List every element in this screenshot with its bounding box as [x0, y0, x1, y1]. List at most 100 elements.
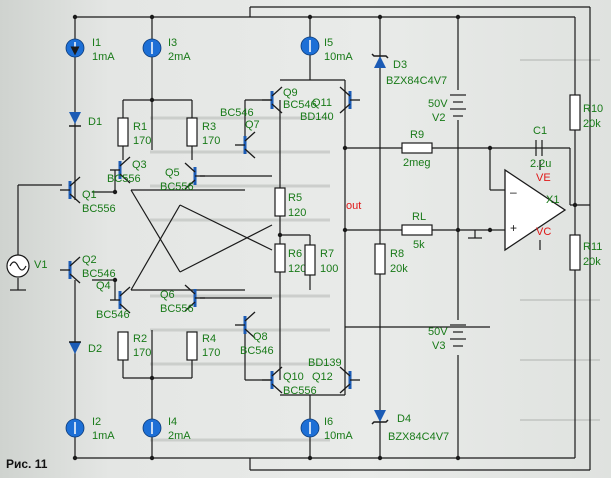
q6-model: BC556	[160, 303, 194, 315]
q10-model: BC556	[283, 385, 317, 397]
q10-collector	[271, 366, 283, 377]
i5-name: I5	[324, 37, 333, 49]
q8-emitter	[244, 328, 256, 339]
r3-value: 170	[202, 135, 220, 147]
r9-value: 2meg	[403, 157, 431, 169]
q5-name: Q5	[165, 167, 180, 179]
q3-collector	[119, 156, 131, 167]
q7-name: Q7	[245, 119, 260, 131]
r6-name: R6	[288, 248, 302, 260]
r1-name: R1	[133, 121, 147, 133]
q3-model: BC556	[107, 173, 141, 185]
resistor-r11: R11 20k	[569, 234, 602, 271]
current-source-i2: I2 1mA	[65, 416, 115, 442]
r3-name: R3	[202, 121, 216, 133]
q7-model: BC546	[220, 107, 254, 119]
resistor-r9: R9 2meg	[401, 129, 433, 169]
v3-name: V3	[432, 340, 445, 352]
supply-v2: 50V V2	[428, 94, 466, 124]
r8-name: R8	[390, 248, 404, 260]
r2-value: 170	[133, 347, 151, 359]
resistor-r8: R8 20k	[374, 243, 408, 275]
q11-collector	[339, 86, 351, 97]
q8-collector	[244, 311, 256, 322]
c1-value: 2.2u	[530, 158, 551, 170]
diode-d1: D1	[69, 112, 102, 128]
signal-source-v1: V1	[6, 254, 47, 278]
r7-value: 100	[320, 263, 338, 275]
transistor-q12: Q12 BD139	[308, 357, 360, 394]
q1-model: BC556	[82, 203, 116, 215]
q4-emitter	[119, 303, 131, 314]
d2-name: D2	[88, 343, 102, 355]
resistor-r5: R5 120	[274, 187, 306, 219]
v2-value: 50V	[428, 98, 448, 110]
rl-name: RL	[412, 211, 426, 223]
wiring	[10, 6, 591, 471]
r5-name: R5	[288, 192, 302, 204]
r7-name: R7	[320, 248, 334, 260]
i2-value: 1mA	[92, 430, 115, 442]
r10-name: R10	[583, 103, 603, 115]
q1-emitter	[69, 193, 81, 204]
i1-name: I1	[92, 37, 101, 49]
opamp-minus: –	[510, 185, 517, 199]
rl-value: 5k	[413, 239, 425, 251]
zener-d3: D3 BZX84C4V7	[371, 53, 447, 87]
opamp-x1: – + X1 VE VC	[504, 168, 567, 252]
i4-value: 2mA	[168, 430, 191, 442]
q6-emitter	[184, 301, 196, 312]
r1-value: 170	[133, 135, 151, 147]
q5-emitter	[184, 179, 196, 190]
capacitor-c1: C1 2.2u	[530, 125, 551, 170]
current-source-i3: I3 2mA	[142, 37, 191, 63]
q4-name: Q4	[96, 280, 111, 292]
i1-value: 1mA	[92, 51, 115, 63]
q9-emitter	[271, 103, 283, 114]
v2-name: V2	[432, 112, 445, 124]
transistor-group: Q1BC556Q2BC546Q3BC556Q4BC546Q5BC556Q6BC5…	[60, 86, 360, 397]
q4-collector	[119, 286, 131, 297]
resistor-r2: R2 170	[117, 331, 151, 361]
resistor-rl: RL 5k	[401, 211, 433, 251]
q3-emitter	[119, 173, 131, 184]
r4-name: R4	[202, 333, 216, 345]
opamp-vc-label: VC	[536, 226, 551, 238]
resistor-r1: R1 170	[117, 117, 151, 147]
q12-model: BD139	[308, 357, 342, 369]
q7-collector	[244, 131, 256, 142]
opamp-ve-label: VE	[536, 172, 551, 184]
q10-name: Q10	[283, 371, 304, 383]
net-label-out: out	[346, 200, 361, 212]
r5-value: 120	[288, 207, 306, 219]
i2-name: I2	[92, 416, 101, 428]
q12-name: Q12	[312, 371, 333, 383]
d4-value: BZX84C4V7	[388, 431, 449, 443]
q2-model: BC546	[82, 268, 116, 280]
i4-name: I4	[168, 416, 177, 428]
c1-name: C1	[533, 125, 547, 137]
r10-value: 20k	[583, 118, 601, 130]
r4-value: 170	[202, 347, 220, 359]
q6-name: Q6	[160, 289, 175, 301]
q4-model: BC546	[96, 309, 130, 321]
r11-name: R11	[583, 241, 602, 253]
opamp-name: X1	[546, 194, 559, 206]
resistor-r3: R3 170	[186, 117, 220, 147]
r9-name: R9	[410, 129, 424, 141]
q2-name: Q2	[82, 254, 97, 266]
q11-model: BD140	[300, 111, 334, 123]
v3-value: 50V	[428, 326, 448, 338]
q5-collector	[184, 162, 196, 173]
current-source-i4: I4 2mA	[142, 416, 191, 442]
q10-emitter	[271, 383, 283, 394]
